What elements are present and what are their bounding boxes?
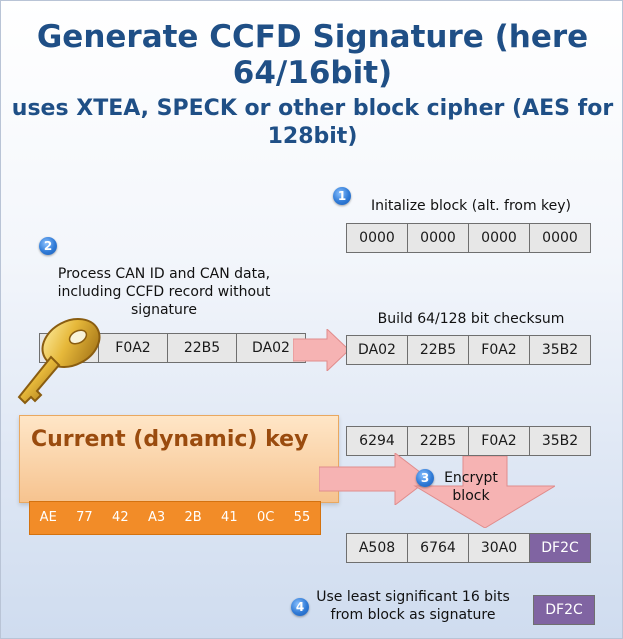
key-byte: AE xyxy=(39,510,57,525)
checksum-cell-2: 22B5 xyxy=(407,335,469,365)
key-byte: 77 xyxy=(76,510,93,525)
pre-encrypt-cell-1: 6294 xyxy=(346,426,408,456)
pre-encrypt-block: 6294 22B5 F0A2 35B2 xyxy=(346,426,591,456)
step-2-badge: 2 xyxy=(39,237,57,255)
encrypt-arrow xyxy=(413,456,555,528)
key-byte: 0C xyxy=(256,510,275,525)
diagram-subtitle: uses XTEA, SPECK or other block cipher (… xyxy=(11,96,614,149)
process-arrow xyxy=(293,329,349,371)
checksum-cell-3: F0A2 xyxy=(468,335,530,365)
can-data-cell-2: 22B5 xyxy=(167,333,237,363)
step-3-label: Encrypt block xyxy=(444,470,498,504)
init-block-cell-1: 0000 xyxy=(346,223,408,253)
key-bytes-bar: AE 77 42 A3 2B 41 0C 55 xyxy=(29,501,321,535)
encrypted-block: A508 6764 30A0 DF2C xyxy=(346,533,591,563)
can-data-cell-1: F0A2 xyxy=(98,333,168,363)
checksum-cell-4: 35B2 xyxy=(529,335,591,365)
signature-cell: DF2C xyxy=(533,595,595,625)
checksum-block: DA02 22B5 F0A2 35B2 xyxy=(346,335,591,365)
pre-encrypt-cell-2: 22B5 xyxy=(407,426,469,456)
step-4-badge: 4 xyxy=(291,598,309,616)
diagram-title: Generate CCFD Signature (here 64/16bit) xyxy=(36,19,589,91)
key-icon xyxy=(17,318,101,405)
key-arrow xyxy=(319,453,429,505)
key-byte: 55 xyxy=(293,510,311,525)
init-block-cell-4: 0000 xyxy=(529,223,591,253)
pre-encrypt-cell-3: F0A2 xyxy=(468,426,530,456)
step-1-badge: 1 xyxy=(333,187,351,205)
key-byte: 41 xyxy=(221,510,238,525)
key-byte: 42 xyxy=(112,510,129,525)
encrypted-cell-3: 30A0 xyxy=(468,533,530,563)
step-2-label: Process CAN ID and CAN data, including C… xyxy=(57,266,271,318)
encrypted-cell-2: 6764 xyxy=(407,533,469,563)
init-block-cell-2: 0000 xyxy=(407,223,469,253)
signature-block: DF2C xyxy=(533,595,595,625)
key-byte: 2B xyxy=(184,510,202,525)
encrypted-cell-1: A508 xyxy=(346,533,408,563)
pre-encrypt-cell-4: 35B2 xyxy=(529,426,591,456)
checksum-label: Build 64/128 bit checksum xyxy=(377,311,565,327)
current-key-panel xyxy=(19,415,339,503)
init-block: 0000 0000 0000 0000 xyxy=(346,223,591,253)
key-byte: A3 xyxy=(147,510,166,525)
step-4-label: Use least significant 16 bits from block… xyxy=(316,589,510,623)
current-key-title: Current (dynamic) key xyxy=(31,427,309,452)
init-block-cell-3: 0000 xyxy=(468,223,530,253)
encrypted-cell-4: DF2C xyxy=(529,533,591,563)
step-3-badge: 3 xyxy=(416,469,434,487)
step-1-label: Initalize block (alt. from key) xyxy=(370,198,572,214)
checksum-cell-1: DA02 xyxy=(346,335,408,365)
